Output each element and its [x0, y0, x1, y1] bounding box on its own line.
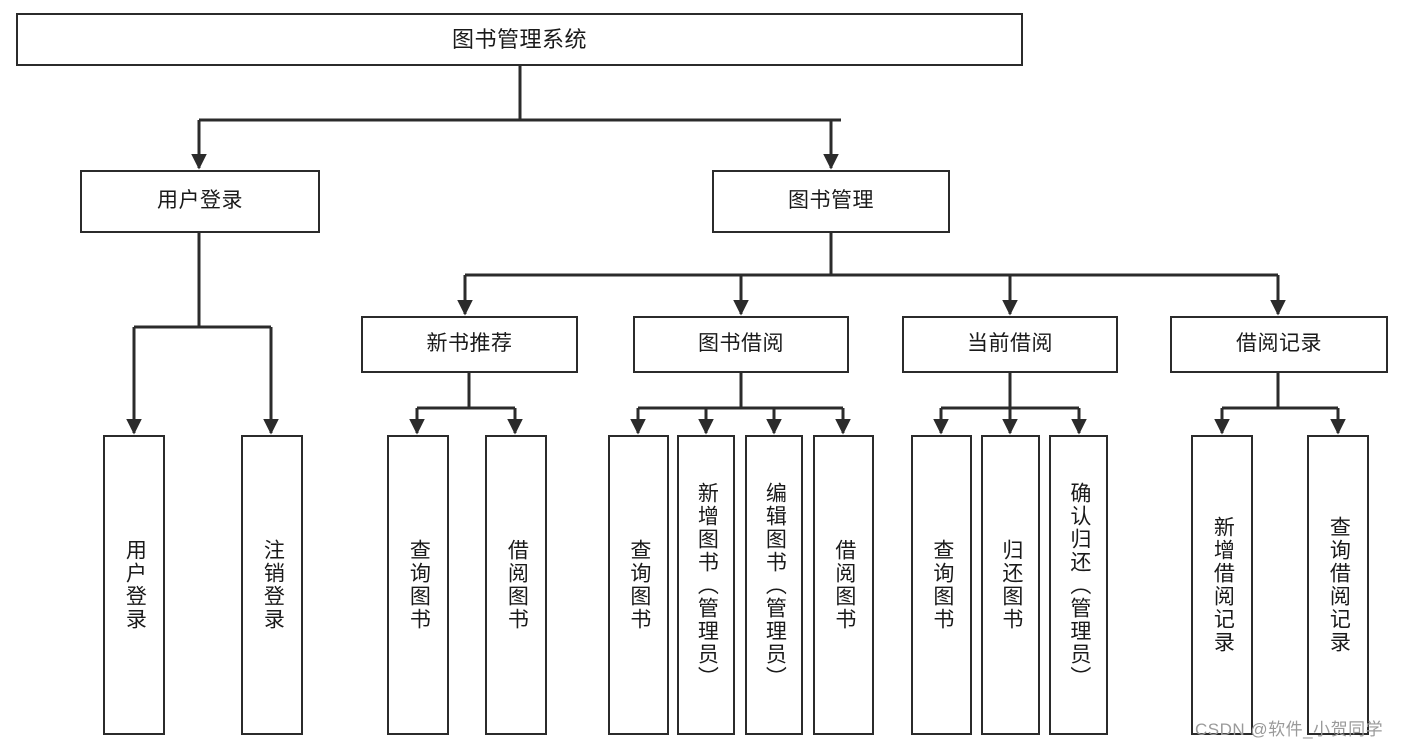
node-label: 借阅图书	[505, 539, 529, 631]
node-label: 编辑图书（管理员）	[763, 481, 787, 689]
leaf-book-borrow-edit[interactable]: 编辑图书（管理员）	[745, 435, 803, 735]
node-label: 图书管理系统	[451, 26, 587, 52]
node-label: 新书推荐	[426, 332, 513, 356]
node-label: 注销登录	[261, 539, 285, 631]
node-label: 图书借阅	[698, 332, 784, 356]
leaf-user-login-signout[interactable]: 注销登录	[241, 435, 303, 735]
csdn-watermark: CSDN @软件_小贺同学	[1195, 720, 1384, 739]
leaf-current-borrow-return[interactable]: 归还图书	[981, 435, 1040, 735]
node-book-borrow[interactable]: 图书借阅	[633, 316, 849, 373]
leaf-current-borrow-query[interactable]: 查询图书	[911, 435, 972, 735]
leaf-borrow-record-query[interactable]: 查询借阅记录	[1307, 435, 1369, 735]
leaf-new-book-borrow[interactable]: 借阅图书	[485, 435, 547, 735]
node-label: 查询图书	[407, 539, 431, 631]
node-label: 新增图书（管理员）	[695, 481, 719, 689]
node-label: 用户登录	[123, 539, 147, 631]
node-label: 用户登录	[157, 189, 243, 213]
node-label: 查询图书	[930, 539, 954, 631]
node-borrow-record[interactable]: 借阅记录	[1170, 316, 1388, 373]
leaf-current-borrow-confirm[interactable]: 确认归还（管理员）	[1049, 435, 1108, 735]
node-new-book-recommend[interactable]: 新书推荐	[361, 316, 578, 373]
leaf-borrow-record-add[interactable]: 新增借阅记录	[1191, 435, 1253, 735]
leaf-book-borrow-add[interactable]: 新增图书（管理员）	[677, 435, 735, 735]
leaf-new-book-query[interactable]: 查询图书	[387, 435, 449, 735]
node-label: 归还图书	[999, 539, 1023, 631]
node-label: 当前借阅	[967, 332, 1053, 356]
node-label: 确认归还（管理员）	[1067, 481, 1091, 689]
leaf-book-borrow-lend[interactable]: 借阅图书	[813, 435, 874, 735]
node-label: 图书管理	[788, 189, 874, 213]
node-book-management[interactable]: 图书管理	[712, 170, 950, 233]
node-current-borrow[interactable]: 当前借阅	[902, 316, 1118, 373]
leaf-book-borrow-query[interactable]: 查询图书	[608, 435, 669, 735]
node-label: 借阅记录	[1236, 332, 1322, 356]
node-root-system[interactable]: 图书管理系统	[16, 13, 1023, 66]
node-label: 查询图书	[627, 539, 651, 631]
node-label: 新增借阅记录	[1211, 516, 1235, 654]
leaf-user-login-signin[interactable]: 用户登录	[103, 435, 165, 735]
node-label: 借阅图书	[832, 539, 856, 631]
node-user-login[interactable]: 用户登录	[80, 170, 320, 233]
node-label: 查询借阅记录	[1327, 516, 1351, 654]
